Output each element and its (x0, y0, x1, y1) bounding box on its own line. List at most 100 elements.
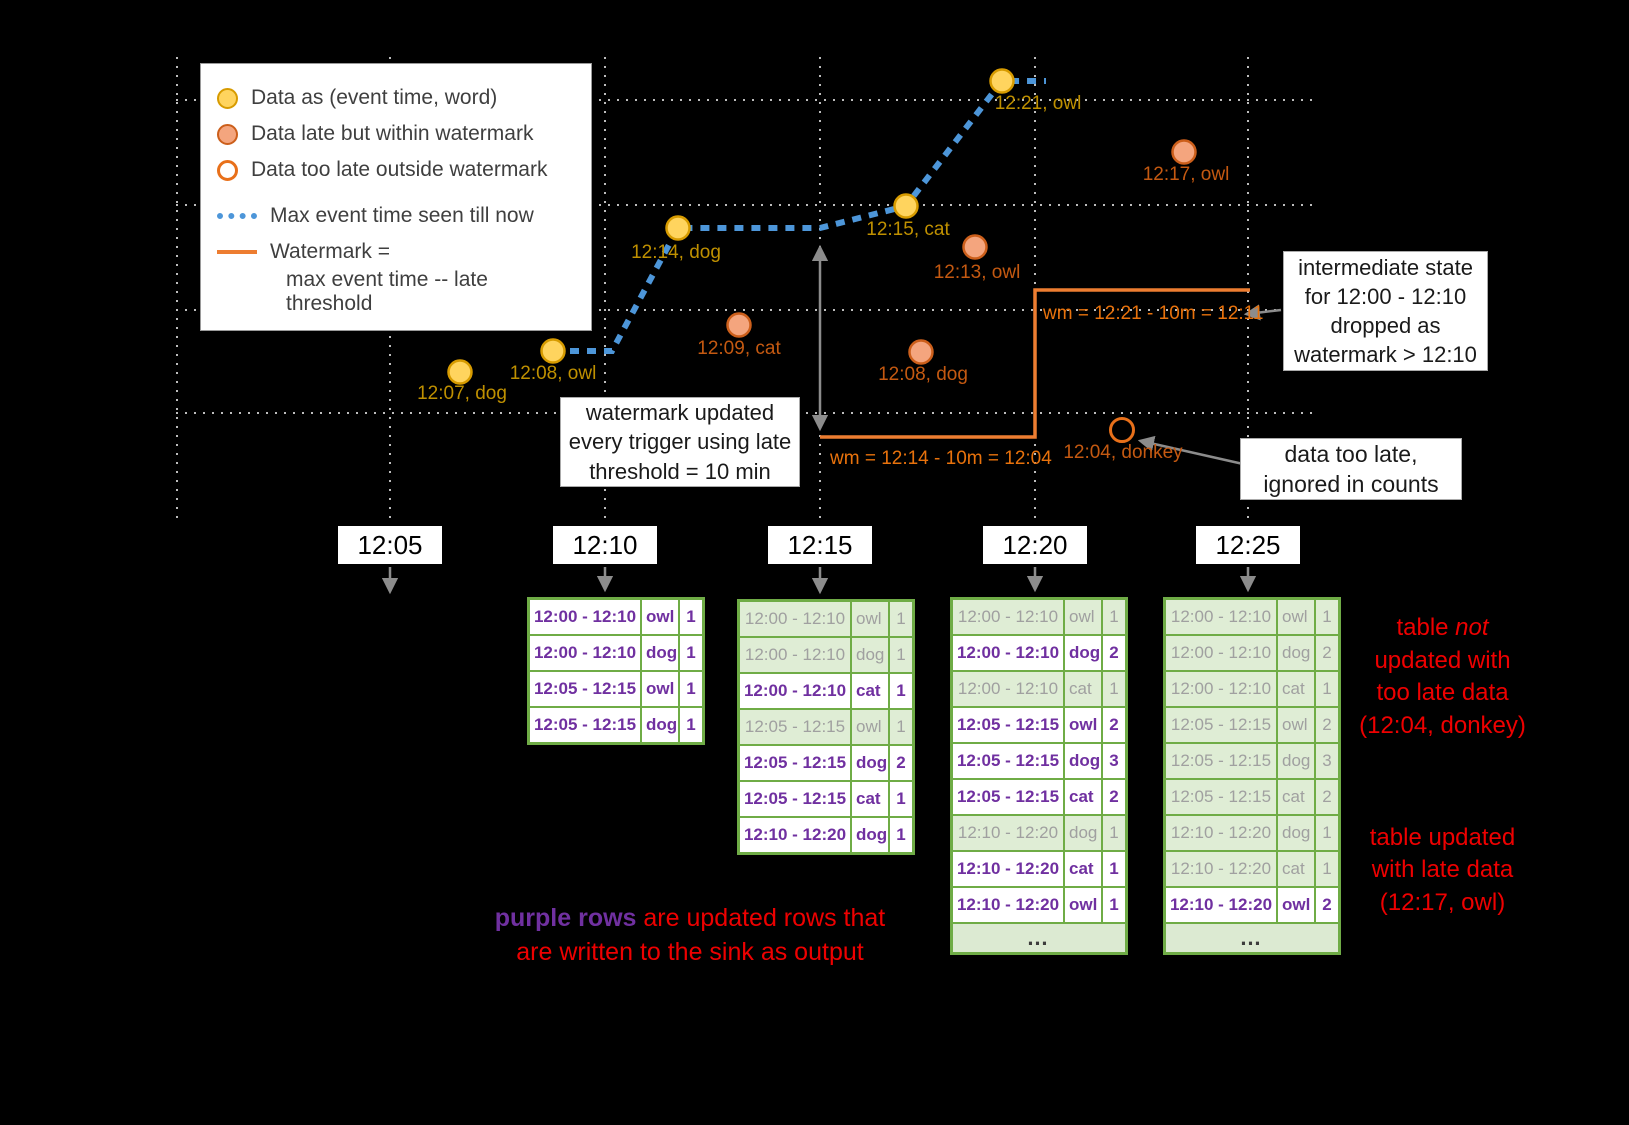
table-cell: 1 (1103, 816, 1125, 850)
data-point-label: 12:07, dog (417, 383, 507, 404)
table-cell: 12:00 - 12:10 (530, 600, 640, 634)
intermediate-state-note-box: intermediate state for 12:00 - 12:10 dro… (1283, 251, 1488, 371)
table-cell: dog (1065, 744, 1101, 778)
table-cell: 12:10 - 12:20 (953, 888, 1063, 922)
data-point-late (1171, 139, 1197, 165)
table-cell: 2 (1316, 888, 1338, 922)
table-cell: 1 (890, 818, 912, 852)
table-cell: 2 (1316, 780, 1338, 814)
not-updated-p1: table (1396, 614, 1456, 642)
table-cell: 12:10 - 12:20 (953, 852, 1063, 886)
too-late-dot-icon (217, 159, 238, 181)
time-label-12-20: 12:20 (983, 526, 1087, 564)
legend-item-late: Data late but within watermark (217, 122, 575, 146)
table-cell: dog (1065, 636, 1101, 670)
table-cell: 1 (1316, 852, 1338, 886)
watermark-line (820, 288, 1250, 439)
table-cell: 3 (1103, 744, 1125, 778)
legend-label: Data as (event time, word) (251, 86, 498, 109)
on-time-dot-icon (217, 87, 238, 109)
table-cell: 2 (890, 746, 912, 780)
table-cell: 12:00 - 12:10 (740, 602, 850, 636)
table-cell: 12:05 - 12:15 (530, 672, 640, 706)
table-cell: 12:10 - 12:20 (740, 818, 850, 852)
data-point-ontime (540, 338, 566, 364)
too-late-note-box: data too late, ignored in counts (1240, 438, 1462, 500)
table-cell: 12:00 - 12:10 (1166, 636, 1276, 670)
data-point-late (726, 312, 752, 338)
table-cell: dog (642, 708, 678, 742)
table-cell: owl (1278, 708, 1314, 742)
table-cell: 1 (1316, 816, 1338, 850)
trigger-note-box: watermark updated every trigger using la… (560, 397, 800, 487)
table-cell: dog (1065, 816, 1101, 850)
table-cell: 12:00 - 12:10 (740, 638, 850, 672)
data-point-label: 12:04, donkey (1063, 442, 1183, 463)
table-cell: 1 (1103, 888, 1125, 922)
legend-watermark-definition: max event time -- late threshold (286, 268, 488, 315)
table-cell: dog (852, 746, 888, 780)
table-cell: owl (1065, 600, 1101, 634)
table-cell: owl (642, 600, 678, 634)
table-cell: 2 (1316, 636, 1338, 670)
data-point-label: 12:09, cat (697, 338, 781, 359)
time-label-12-25: 12:25 (1196, 526, 1300, 564)
table-cell: cat (1278, 852, 1314, 886)
table-cell: 12:10 - 12:20 (1166, 888, 1276, 922)
data-point-late (962, 234, 988, 260)
table-cell: 12:05 - 12:15 (953, 708, 1063, 742)
table-cell: 2 (1316, 708, 1338, 742)
legend-label: Data too late outside watermark (251, 158, 548, 181)
table-cell: owl (852, 710, 888, 744)
table-cell: 1 (1316, 600, 1338, 634)
table-cell: cat (1065, 852, 1101, 886)
legend-item-too-late: Data too late outside watermark (217, 158, 575, 182)
table-cell: dog (1278, 636, 1314, 670)
late-dot-icon (217, 123, 238, 145)
table-cell: dog (852, 638, 888, 672)
data-point-ontime (893, 193, 919, 219)
table-cell: 1 (890, 602, 912, 636)
data-point-label: 12:14, dog (631, 242, 721, 263)
data-point-label: 12:17, owl (1142, 164, 1230, 185)
not-updated-note: table not updated with too late data (12… (1345, 580, 1540, 742)
table-cell: 1 (1103, 600, 1125, 634)
purple-rows-rest: are updated rows that are written to the… (516, 903, 886, 966)
not-updated-p2: updated with too late data (12:04, donke… (1359, 646, 1526, 739)
purple-rows-highlight: purple rows (494, 903, 637, 932)
gray-arrows (381, 244, 1282, 595)
table-cell: 12:10 - 12:20 (1166, 852, 1276, 886)
intermediate-state-arrow (1243, 304, 1282, 321)
not-updated-italic: not (1455, 614, 1489, 642)
table-cell: 12:05 - 12:15 (1166, 780, 1276, 814)
watermark-line-icon (217, 250, 257, 254)
table-cell: cat (1278, 672, 1314, 706)
table-ellipsis-row: … (953, 924, 1125, 952)
table-cell: 1 (890, 674, 912, 708)
table-cell: 12:00 - 12:10 (953, 636, 1063, 670)
table-cell: 12:05 - 12:15 (740, 710, 850, 744)
data-point-late (908, 339, 934, 365)
time-label-12-15: 12:15 (768, 526, 872, 564)
table-cell: cat (1278, 780, 1314, 814)
table-cell: 1 (680, 708, 702, 742)
data-point-label: 12:15, cat (866, 219, 950, 240)
table-cell: 12:00 - 12:10 (740, 674, 850, 708)
